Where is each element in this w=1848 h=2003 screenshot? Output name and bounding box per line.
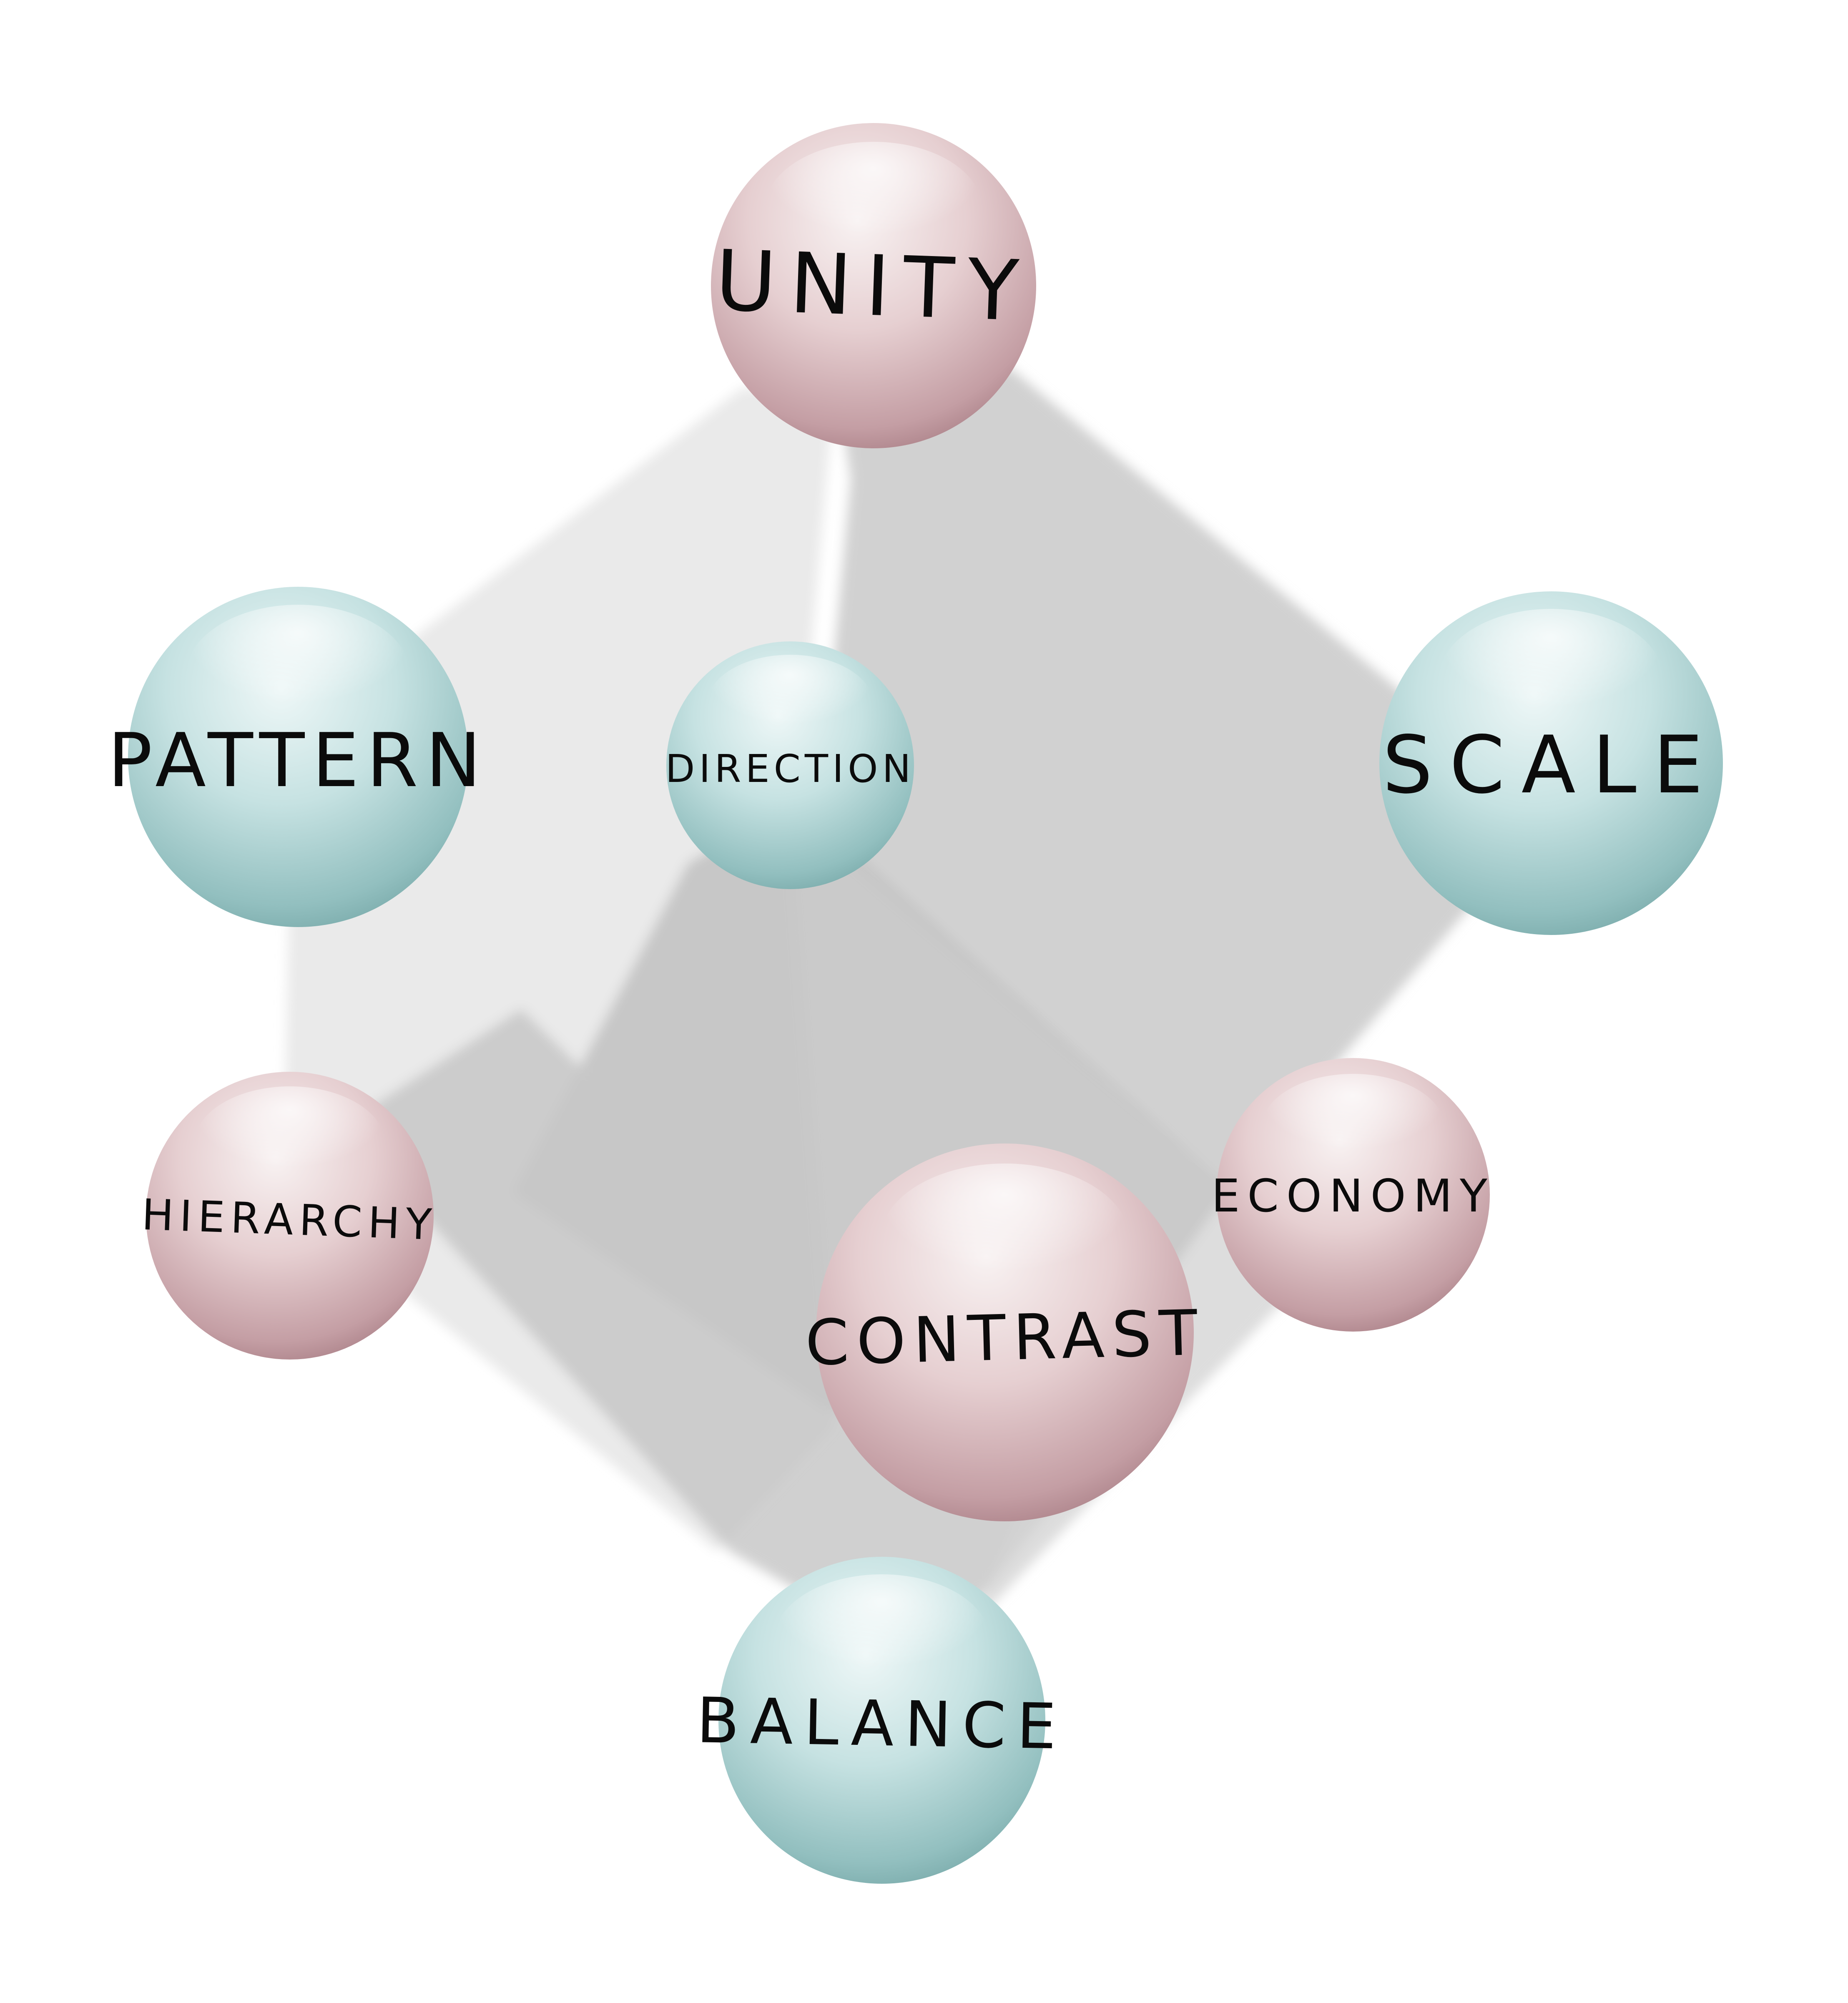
- sphere-pattern: PATTERN: [108, 587, 489, 927]
- sphere-label-hierarchy: HIERARCHY: [141, 1190, 438, 1250]
- cube-face-right: [817, 367, 1472, 1189]
- sphere-label-contrast: CONTRAST: [804, 1297, 1205, 1380]
- sphere-scale: SCALE: [1379, 591, 1723, 935]
- sphere-label-direction: DIRECTION: [665, 746, 915, 791]
- sphere-hierarchy: HIERARCHY: [141, 1072, 438, 1360]
- sphere-contrast: CONTRAST: [804, 1143, 1206, 1521]
- sphere-direction: DIRECTION: [665, 641, 915, 889]
- sphere-balance: BALANCE: [696, 1557, 1068, 1884]
- sphere-label-economy: ECONOMY: [1211, 1170, 1495, 1222]
- sphere-unity: UNITY: [711, 123, 1036, 448]
- sphere-label-scale: SCALE: [1382, 719, 1720, 811]
- sphere-label-balance: BALANCE: [696, 1684, 1068, 1763]
- sphere-label-unity: UNITY: [713, 232, 1033, 340]
- sphere-label-pattern: PATTERN: [108, 717, 489, 804]
- sphere-economy: ECONOMY: [1211, 1058, 1495, 1332]
